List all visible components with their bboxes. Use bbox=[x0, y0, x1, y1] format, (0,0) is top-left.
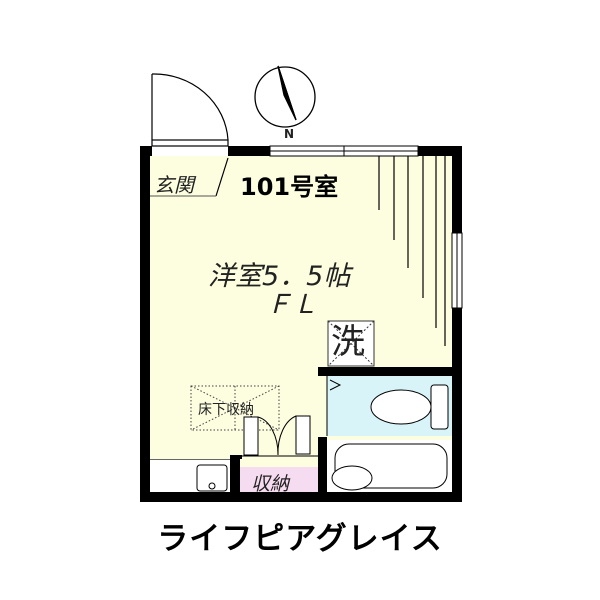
wall-right-bottom bbox=[452, 308, 462, 502]
top-window bbox=[269, 145, 419, 157]
washer-space bbox=[327, 320, 375, 367]
kitchen-sink bbox=[196, 464, 228, 492]
bathtub bbox=[331, 443, 448, 491]
underfloor-storage-label: 床下収納 bbox=[198, 402, 254, 418]
wall-storage-left bbox=[230, 455, 240, 502]
entrance-label: 玄関 bbox=[154, 173, 194, 197]
compass-north-label: N bbox=[284, 127, 295, 141]
room-number: 101号室 bbox=[240, 173, 339, 201]
wall-bottom bbox=[140, 492, 462, 502]
wall-bath-left bbox=[318, 437, 327, 502]
toilet bbox=[326, 376, 449, 436]
underfloor-storage bbox=[190, 385, 280, 431]
wall-right-top bbox=[452, 146, 462, 233]
wall-storage-top bbox=[230, 455, 242, 459]
compass-icon bbox=[254, 65, 316, 128]
wall-bath-top bbox=[318, 367, 462, 376]
floor-label: ＦＬ bbox=[266, 290, 319, 320]
building-name: ライフピアグレイス bbox=[157, 521, 443, 557]
storage-folding-door bbox=[240, 415, 318, 457]
storage-label: 収納 bbox=[251, 473, 290, 495]
closet-lines bbox=[378, 156, 446, 346]
washer-label: 洗 bbox=[331, 322, 365, 362]
room-label: 洋室5．5帖 bbox=[208, 261, 351, 292]
wall-left bbox=[140, 146, 150, 502]
storage-area bbox=[240, 467, 318, 492]
wall-top-right bbox=[418, 146, 462, 156]
right-window bbox=[451, 232, 463, 309]
wall-top-mid bbox=[228, 146, 270, 156]
entrance-door bbox=[151, 73, 229, 197]
